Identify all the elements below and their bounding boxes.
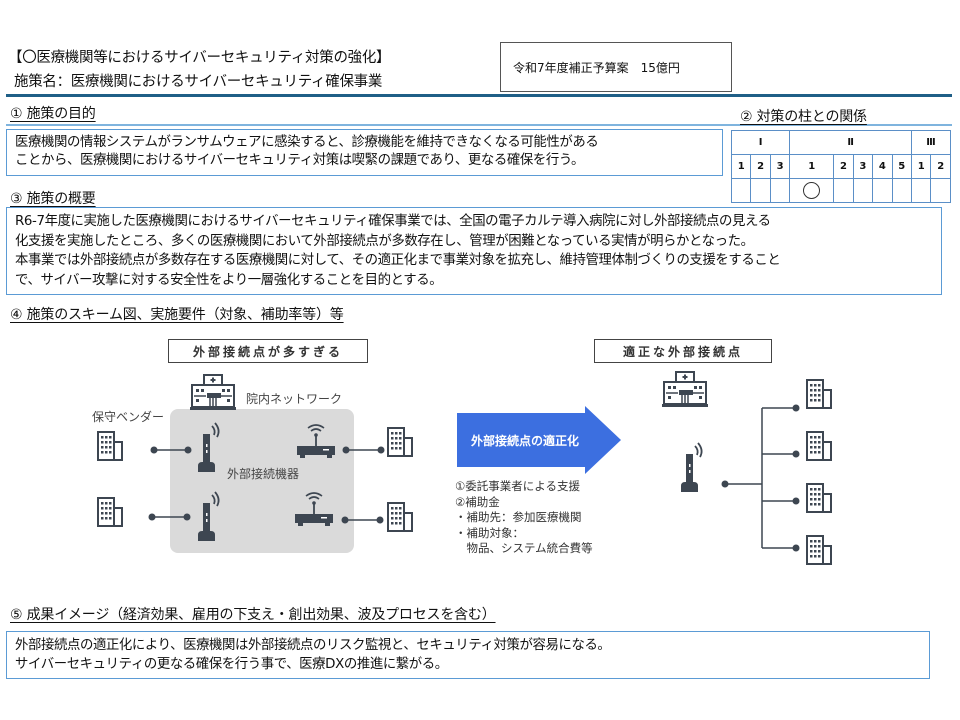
budget-text: 令和7年度補正予算案 15億円 [513, 60, 680, 75]
circle-mark-icon [803, 182, 821, 199]
pillar-group-row: Ⅰ Ⅱ Ⅲ [730, 130, 952, 155]
section1-divider [6, 124, 952, 126]
office-building-icon [387, 502, 413, 532]
pillar-group-1: Ⅰ [730, 130, 791, 155]
pillar-item: 5 [891, 154, 912, 179]
office-building-icon [387, 427, 413, 457]
purpose-textbox: 医療機関の情報システムがランサムウェアに感染すると、診療機能を維持できなくなる可… [6, 129, 723, 176]
pillar-mark-cell [852, 178, 874, 203]
outcome-line: 外部接続点の適正化により、医療機関は外部接続点のリスク監視と、セキュリティ対策が… [15, 638, 611, 653]
pillar-mark-cell [730, 178, 752, 203]
office-building-icon [806, 535, 832, 565]
overview-line: で、サイバー攻撃に対する安全性をより一層強化することを目的とする。 [15, 272, 443, 288]
hospital-icon [661, 371, 709, 408]
support-steps: ①委託事業者による支援 ②補助金 ・補助先：参加医療機関 ・補助対象： 物品、シ… [455, 479, 593, 557]
office-building-icon [806, 483, 832, 513]
office-building-icon [97, 497, 123, 527]
connection-line [148, 513, 191, 521]
overview-line: 本事業では外部接続点が多数存在する医療機関に対して、その適正化まで事業対象を拡充… [15, 253, 781, 268]
section4-heading: ④ 施策のスキーム図、実施要件（対象、補助率等）等 [10, 307, 344, 323]
wifi-router-icon [294, 492, 334, 527]
pillar-group-2: Ⅱ [789, 130, 912, 155]
step-item: ・補助対象： [455, 525, 524, 540]
scheme-diagram [97, 371, 832, 565]
purpose-line: 医療機関の情報システムがランサムウェアに感染すると、診療機能を維持できなくなる可… [15, 135, 599, 150]
office-building-icon [97, 431, 123, 461]
budget-box: 令和7年度補正予算案 15億円 [500, 42, 732, 92]
step-item: 物品、システム統合費等 [455, 541, 593, 555]
pillar-mark-cell [769, 178, 791, 203]
office-building-icon [806, 431, 832, 461]
pillar-item: 2 [833, 154, 854, 179]
pillar-mark-cell [833, 178, 854, 203]
wifi-router-icon [296, 424, 336, 459]
network-label: 院内ネットワーク [246, 392, 343, 406]
pillar-mark-cell [789, 178, 835, 203]
connection-line [150, 446, 192, 454]
pillar-item: 1 [910, 154, 932, 179]
header-divider [6, 94, 952, 97]
pillar-mark-row [730, 178, 951, 203]
outcome-line: サイバーセキュリティの更なる確保を行う事で、医療DXの推進に繋がる。 [15, 657, 448, 672]
pillar-item: 1 [789, 154, 835, 179]
before-label: 外部接続点が多すぎる [192, 344, 343, 359]
wireless-tower-device-icon [197, 422, 220, 473]
connection-line [342, 446, 385, 454]
purpose-line: ことから、医療機関におけるサイバーセキュリティ対策は喫緊の課題であり、更なる確保… [15, 153, 585, 168]
hospital-network-area [170, 409, 354, 553]
overview-line: R6-7年度に実施した医療機関におけるサイバーセキュリティ確保事業では、全国の電… [15, 214, 771, 229]
pillar-group-3: Ⅲ [910, 130, 952, 155]
device-label: 外部接続機器 [227, 467, 300, 481]
after-label-box: 適正な外部接続点 [594, 339, 772, 363]
pillar-mark-cell [910, 178, 932, 203]
arrow-label: 外部接続点の適正化 [471, 434, 580, 448]
outcome-textbox: 外部接続点の適正化により、医療機関は外部接続点のリスク監視と、セキュリティ対策が… [6, 631, 930, 679]
pillar-table: Ⅰ Ⅱ Ⅲ 1 2 3 1 2 3 4 5 1 2 [730, 130, 952, 203]
wireless-tower-device-icon [680, 442, 703, 493]
pillar-item: 1 [730, 154, 752, 179]
pillar-item: 3 [852, 154, 874, 179]
before-label-box: 外部接続点が多すぎる [168, 339, 368, 363]
pillar-mark-cell [891, 178, 912, 203]
pillar-mark-cell [750, 178, 771, 203]
section2-heading: ② 対策の柱との関係 [740, 109, 867, 125]
office-building-icon [806, 379, 832, 409]
overview-textbox: R6-7年度に実施した医療機関におけるサイバーセキュリティ確保事業では、全国の電… [6, 207, 942, 295]
section1-heading: ① 施策の目的 [10, 106, 96, 122]
pillar-item: 3 [769, 154, 791, 179]
overview-line: 化支援を実施したところ、多くの医療機関において外部接続点が多数存在し、管理が困難… [15, 233, 754, 249]
measure-name: 施策名：医療機関におけるサイバーセキュリティ確保事業 [14, 74, 383, 90]
page-title: 【〇医療機関等におけるサイバーセキュリティ対策の強化】 [8, 50, 391, 66]
connection-tree [721, 404, 800, 552]
connection-line [341, 516, 384, 524]
section3-heading: ③ 施策の概要 [10, 191, 96, 207]
pillar-mark-cell [872, 178, 893, 203]
optimization-arrow [457, 406, 621, 474]
pillar-item: 2 [750, 154, 771, 179]
pillar-item-row: 1 2 3 1 2 3 4 5 1 2 [730, 154, 951, 179]
after-label: 適正な外部接続点 [622, 344, 743, 359]
step-item: ①委託事業者による支援 [455, 479, 580, 493]
vendor-label: 保守ベンダー [92, 410, 165, 424]
section5-heading: ⑤ 成果イメージ（経済効果、雇用の下支え・創出効果、波及プロセスを含む） [10, 607, 496, 623]
wireless-tower-device-icon [197, 491, 220, 542]
hospital-icon [189, 374, 237, 411]
step-item: ・補助先：参加医療機関 [455, 510, 582, 524]
pillar-item: 2 [930, 154, 951, 179]
step-item: ②補助金 [455, 494, 500, 509]
pillar-mark-cell [930, 178, 951, 203]
pillar-item: 4 [872, 154, 893, 179]
